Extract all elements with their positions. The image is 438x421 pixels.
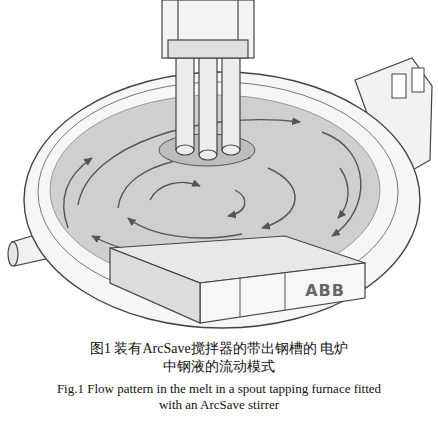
brand-label: ABB	[305, 282, 345, 300]
spout-window	[412, 68, 424, 92]
stirrer-outline	[100, 228, 370, 330]
spout-window	[392, 74, 406, 98]
electrodes	[176, 55, 240, 160]
figure-caption: 图1 装有ArcSave搅拌器的带出钢槽的 电炉中钢液的流动模式	[88, 340, 350, 375]
electrode-holder	[162, 0, 254, 58]
stirrer-box: ABB	[100, 228, 370, 330]
english-caption: Fig.1 Flow pattern in the melt in a spou…	[54, 381, 384, 414]
taphole-end	[8, 242, 18, 266]
